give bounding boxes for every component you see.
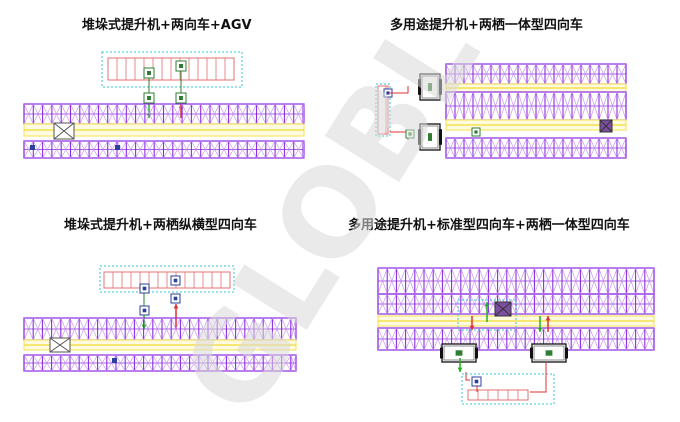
p2-rack-3 xyxy=(445,137,627,159)
p2-station-area xyxy=(375,83,391,137)
p4-transfer-area xyxy=(457,299,517,331)
p2-rack-2 xyxy=(445,91,627,121)
p3-hoist-1 xyxy=(139,283,150,294)
p1-hoist-left xyxy=(143,67,155,79)
p2-hoist-top xyxy=(418,73,442,101)
p4-four-way-vehicle xyxy=(494,301,512,317)
p4-arrow-up-green xyxy=(484,302,490,322)
p4-arrow-hoist-left xyxy=(457,358,463,372)
p2-hoist-bottom-marker xyxy=(405,129,415,139)
panel1-layout xyxy=(23,51,305,159)
p1-hoist-right xyxy=(175,60,187,72)
p3-hoist-4 xyxy=(170,293,181,304)
p1-rack-top xyxy=(23,103,305,125)
p4-station-hoist xyxy=(471,376,482,387)
p3-rack-top xyxy=(23,317,297,341)
p3-shuttle xyxy=(112,358,117,363)
p4-station-area xyxy=(461,373,555,405)
panel4-layout xyxy=(377,267,655,405)
p4-hoist-left xyxy=(440,343,478,363)
p4-arrow-right-red xyxy=(545,316,551,332)
p2-hoist-bottom xyxy=(418,123,442,151)
p1-agv xyxy=(53,122,75,140)
p1-shuttle-1 xyxy=(30,145,35,150)
p4-rack-1 xyxy=(377,267,655,295)
p1-lift-left xyxy=(143,92,155,104)
panel2-title: 多用途提升机+两栖一体型四向车 xyxy=(390,18,583,33)
panel3-title: 堆垛式提升机+两栖纵横型四向车 xyxy=(64,218,257,233)
p4-rack-2 xyxy=(377,293,655,315)
p3-arrow-up xyxy=(173,304,179,329)
panel1-title: 堆垛式提升机+两向车+AGV xyxy=(82,18,252,33)
p3-hoist-3 xyxy=(139,305,150,316)
p1-shuttle-2 xyxy=(115,145,120,150)
p4-conveyor xyxy=(467,389,529,401)
p4-rack-3 xyxy=(377,327,655,351)
p4-return-path xyxy=(530,362,547,393)
p3-rack-bottom xyxy=(23,354,297,372)
p2-rack-1 xyxy=(445,63,627,85)
p2-four-way-vehicle xyxy=(599,119,613,133)
p1-lift-right xyxy=(175,92,187,104)
p4-hoist-right xyxy=(530,343,568,363)
p2-path-top xyxy=(390,86,409,94)
panel4-title: 多用途提升机+标准型四向车+两栖一体型四向车 xyxy=(348,218,630,233)
panel2-layout xyxy=(375,63,627,159)
p4-arrow-right-green xyxy=(537,316,543,332)
p1-rack-bottom xyxy=(23,140,305,159)
p4-arrow-down-red xyxy=(469,316,475,330)
p3-agv xyxy=(49,337,71,353)
p1-conveyor xyxy=(107,57,235,81)
p3-hoist-2 xyxy=(170,275,181,286)
panel3-layout xyxy=(23,265,297,372)
p2-shuttle xyxy=(471,127,481,137)
p1-station-area xyxy=(101,51,243,88)
